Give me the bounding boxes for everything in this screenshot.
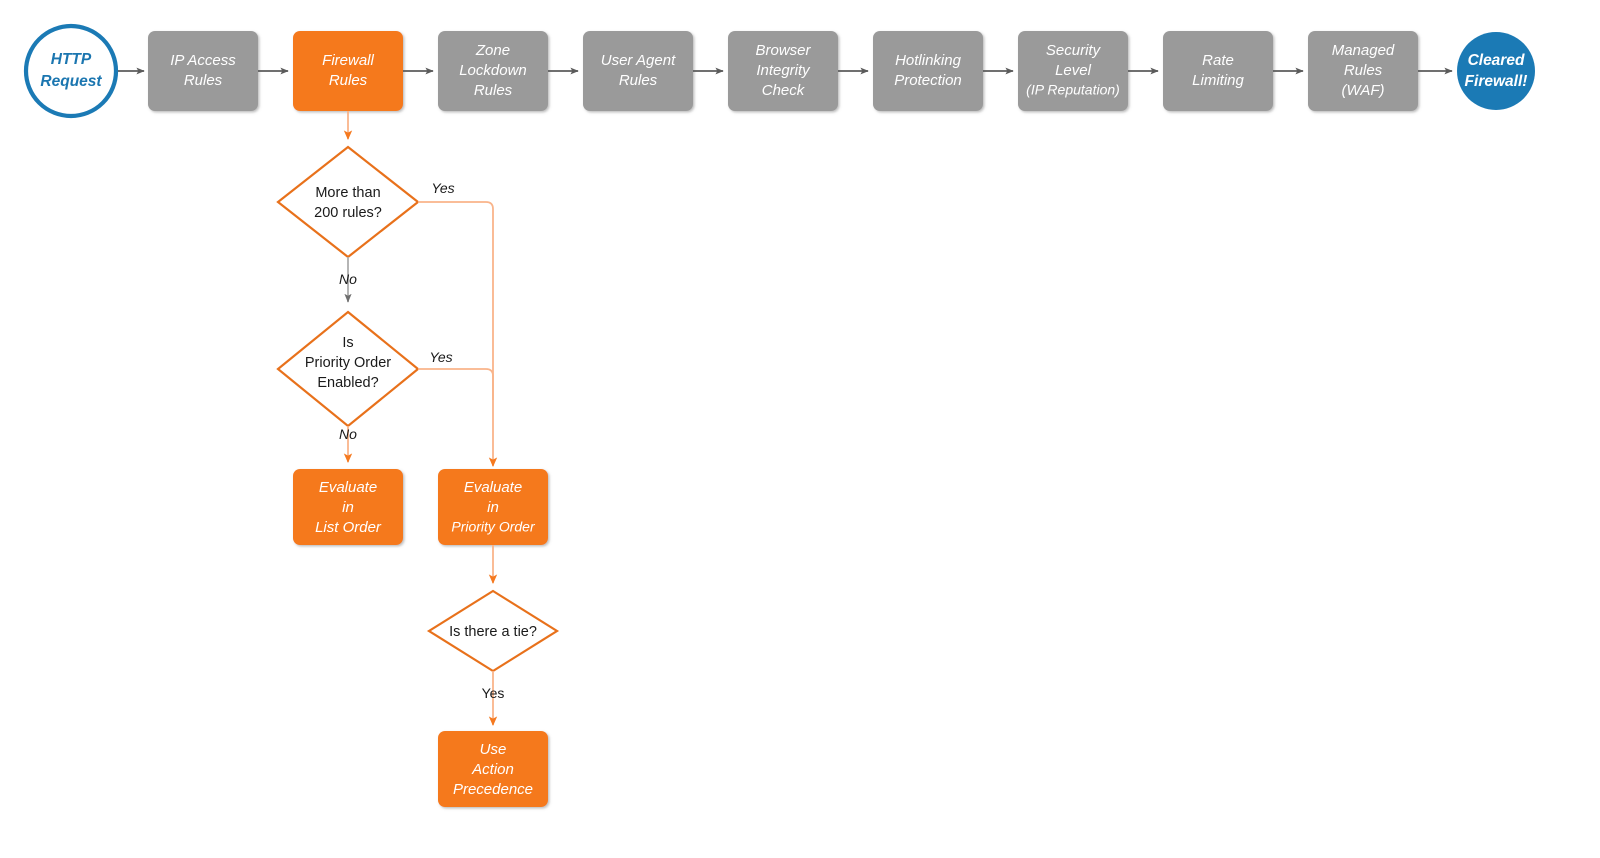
managed-rules-box [1308,31,1418,111]
hotlinking-protection-box [873,31,983,111]
evaluate-list-order-line2: in [342,499,354,516]
security-level-label-line2: Level [1055,62,1092,79]
more-than-200-label-line2: 200 rules? [314,205,382,221]
zone-lockdown-label-line1: Zone [475,42,510,59]
priority-order-label-line1: Is [342,335,353,351]
ip-access-rules-label-line2: Rules [184,72,223,89]
rate-limiting-label-line1: Rate [1202,52,1234,69]
edge-label-priority-order-yes: Yes [429,349,452,365]
security-level-label-line1: Security [1046,42,1102,59]
node-use-action-precedence[interactable] [438,731,548,807]
evaluate-priority-order-box [438,469,548,545]
zone-lockdown-label-line2: Lockdown [459,62,527,79]
firewall-rules-label-line2: Rules [329,72,368,89]
evaluate-priority-order-line2: in [487,499,499,516]
node-hotlinking-protection[interactable] [873,31,983,111]
managed-rules-label-line2: Rules [1344,62,1383,79]
edge-label-more-than-200-yes: Yes [431,180,454,196]
use-action-precedence-box [438,731,548,807]
node-security-level[interactable] [1018,31,1128,111]
evaluate-list-order-line3: List Order [315,519,382,536]
edge-priority-order-yes [418,368,494,400]
evaluate-priority-order-line3: Priority Order [451,519,536,535]
use-action-precedence-line3: Precedence [453,781,533,798]
node-user-agent-rules[interactable] [583,31,693,111]
user-agent-label-line1: User Agent [601,52,676,69]
node-rate-limiting[interactable] [1163,31,1273,111]
use-action-precedence-line2: Action [471,761,514,778]
http-request-label-line1: HTTP [51,51,92,68]
security-level-label-line3: (IP Reputation) [1026,82,1120,98]
more-than-200-label-line1: More than [315,185,380,201]
node-managed-rules-waf[interactable] [1308,31,1418,111]
cleared-firewall-label-line2: Firewall! [1465,73,1528,90]
firewall-rules-box [293,31,403,111]
edge-label-tie-yes: Yes [482,685,505,701]
more-than-200-rules-diamond [276,145,420,259]
is-there-a-tie-label: Is there a tie? [449,624,537,640]
ip-access-rules-label-line1: IP Access [170,52,236,69]
user-agent-rules-box [583,31,693,111]
zone-lockdown-label-line3: Rules [474,82,513,99]
security-level-box [1018,31,1128,111]
ip-access-rules-box [148,31,258,111]
managed-rules-label-line1: Managed [1332,42,1395,59]
evaluate-list-order-box [293,469,403,545]
node-firewall-rules[interactable] [293,31,403,111]
node-ip-access-rules[interactable] [148,31,258,111]
browser-integrity-label-line1: Browser [755,42,811,59]
http-request-label-line2: Request [40,73,102,90]
node-more-than-200-rules[interactable]: More than 200 rules? [276,145,420,259]
cleared-firewall-label-line1: Cleared [1468,52,1525,69]
priority-order-label-line3: Enabled? [317,375,378,391]
node-evaluate-in-priority-order[interactable] [438,469,548,545]
browser-integrity-label-line2: Integrity [756,62,811,79]
edge-more-than-200-yes [418,201,498,467]
node-zone-lockdown-rules[interactable] [438,31,548,111]
use-action-precedence-line1: Use [480,741,507,758]
zone-lockdown-rules-box [438,31,548,111]
node-is-priority-order-enabled[interactable]: Is Priority Order Enabled? [276,310,420,428]
evaluate-priority-order-line1: Evaluate [464,479,522,496]
hotlinking-label-line2: Protection [894,72,962,89]
node-cleared-firewall[interactable]: Cleared Firewall! [1457,32,1535,110]
hotlinking-label-line1: Hotlinking [895,52,962,69]
managed-rules-label-line3: (WAF) [1341,82,1384,99]
node-browser-integrity-check[interactable] [728,31,838,111]
user-agent-label-line2: Rules [619,72,658,89]
browser-integrity-label-line3: Check [762,82,806,99]
priority-order-label-line2: Priority Order [305,355,391,371]
edge-label-priority-order-no: No [339,426,357,442]
node-http-request[interactable]: HTTP Request [23,23,119,119]
node-is-there-a-tie[interactable]: Is there a tie? [426,589,560,673]
edge-label-more-than-200-no: No [339,271,357,287]
browser-integrity-box [728,31,838,111]
evaluate-list-order-line1: Evaluate [319,479,377,496]
node-evaluate-in-list-order[interactable] [293,469,403,545]
http-request-circle [23,23,119,119]
firewall-rules-label-line1: Firewall [322,52,374,69]
rate-limiting-label-line2: Limiting [1192,72,1244,89]
cleared-firewall-circle [1457,32,1535,110]
rate-limiting-box [1163,31,1273,111]
